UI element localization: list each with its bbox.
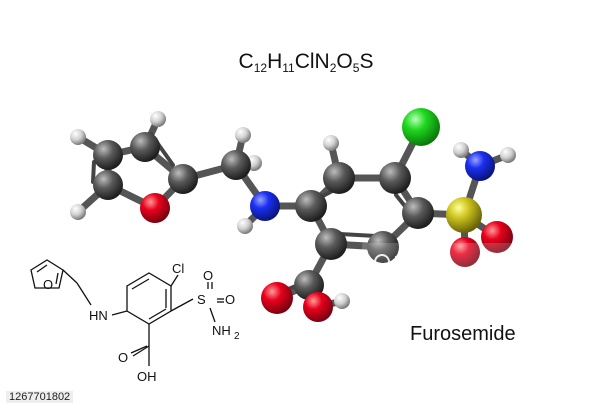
svg-text:OH: OH [137,369,157,384]
watermark-box [362,243,612,301]
footer-bar: 1267701802 [0,388,612,408]
molecular-formula: C12H11ClN2O5S [238,50,374,75]
skeletal-labels: O HN Cl S O O NH 2 O OH [43,261,240,384]
image-id: 1267701802 [6,391,74,403]
atoms-3d [70,108,516,322]
svg-text:O: O [203,268,213,283]
istock-logo-icon [374,254,390,270]
svg-text:HN: HN [89,308,108,323]
svg-text:O: O [225,292,235,307]
svg-text:S: S [197,292,206,307]
svg-text:Cl: Cl [172,261,184,276]
watermark-logo: iStock [374,253,447,273]
svg-text:2: 2 [234,331,240,342]
watermark-credit: Credit: vdvornyk [374,277,461,291]
svg-text:NH: NH [212,323,231,338]
compound-name: Furosemide [410,323,516,345]
svg-text:O: O [118,350,128,365]
skeletal-formula [30,259,224,366]
svg-text:O: O [43,277,53,292]
